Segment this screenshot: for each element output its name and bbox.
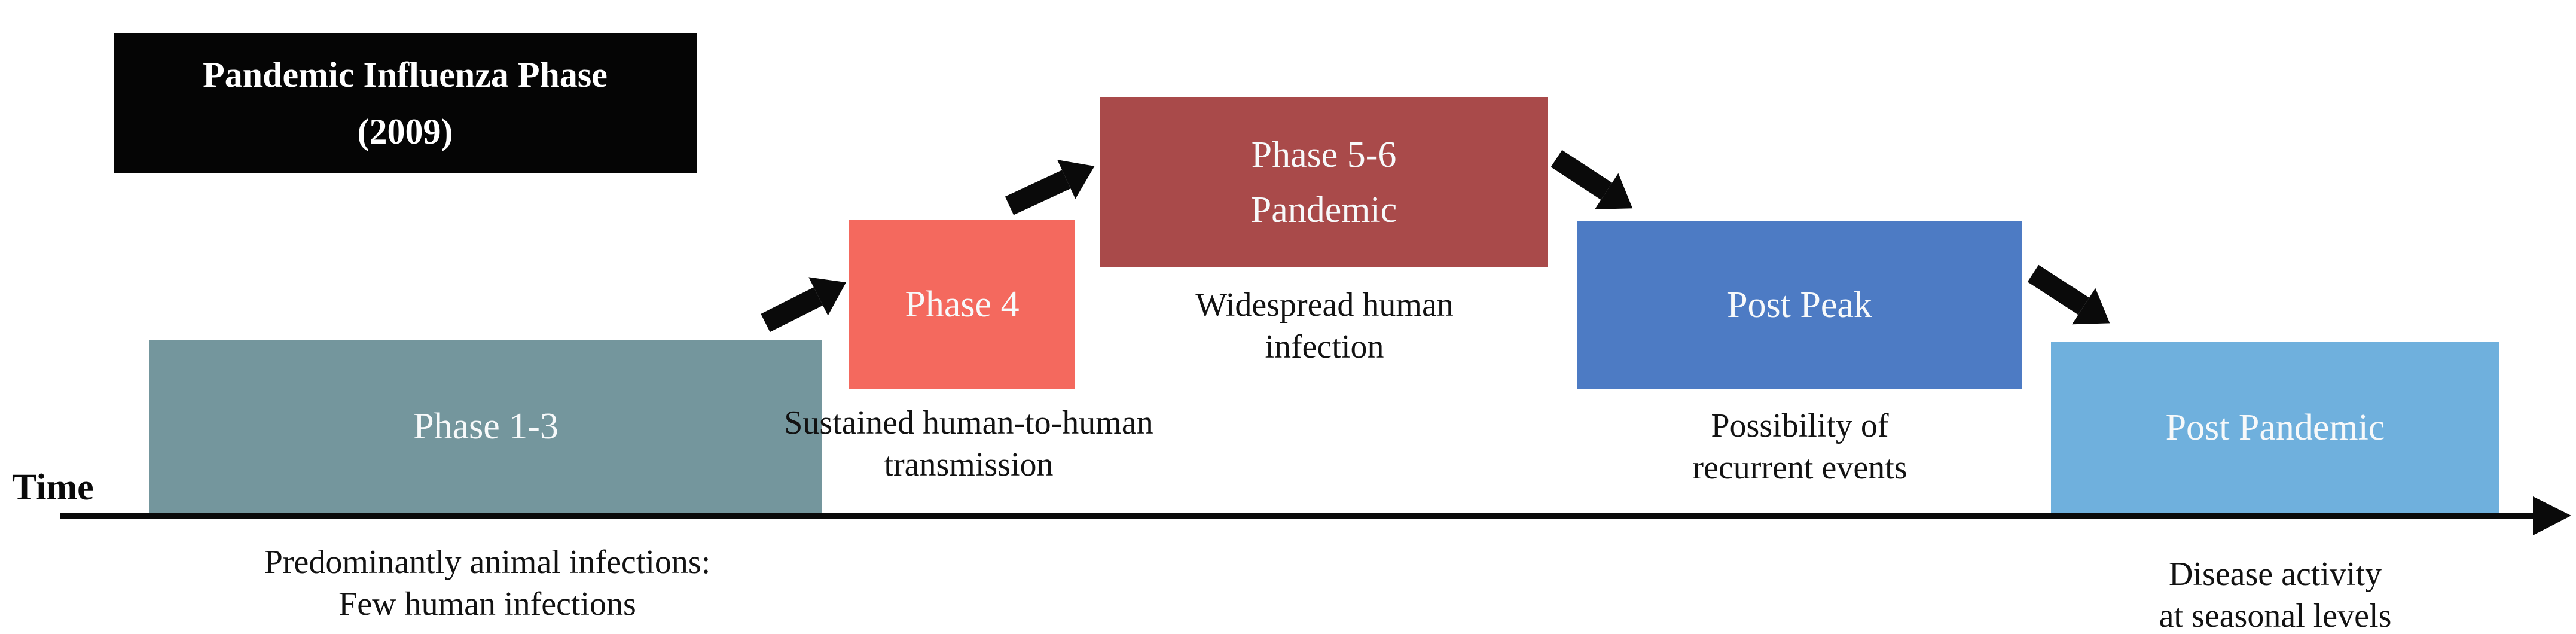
post-pandemic-caption-line1: Disease activity [2168, 556, 2382, 593]
phase-1-3-label: Phase 1-3 [413, 406, 558, 447]
phase-4-caption-line1: Sustained human-to-human [784, 404, 1153, 441]
phase-1-3-caption: Predominantly animal infections: Few hum… [129, 541, 846, 625]
post-peak-box: Post Peak [1577, 221, 2022, 389]
post-peak-caption-line1: Possibility of [1711, 407, 1889, 444]
post-pandemic-caption: Disease activity at seasonal levels [2006, 553, 2544, 634]
phase-5-6-label-line1: Phase 5-6 [1251, 135, 1397, 175]
arrow-phase4-to-phase56-icon [1005, 160, 1095, 215]
phase-5-6-box: Phase 5-6 Pandemic [1100, 97, 1548, 267]
post-peak-caption: Possibility of recurrent events [1531, 405, 2069, 489]
phase-1-3-box: Phase 1-3 [149, 340, 822, 513]
arrow-phase56-to-postpeak-icon [1551, 150, 1633, 209]
phase-1-3-caption-line1: Predominantly animal infections: [264, 544, 711, 581]
post-pandemic-label: Post Pandemic [2165, 407, 2385, 448]
phase-5-6-caption: Widespread human infection [1055, 284, 1594, 368]
time-axis-arrowhead-icon [2533, 496, 2571, 535]
arrow-phase13-to-phase4-icon [761, 277, 846, 333]
diagram-title-box: Pandemic Influenza Phase (2009) [114, 33, 697, 173]
phase-4-label: Phase 4 [905, 284, 1020, 325]
post-pandemic-caption-line2: at seasonal levels [2159, 598, 2392, 634]
phase-1-3-caption-line2: Few human infections [338, 586, 636, 623]
phase-4-caption: Sustained human-to-human transmission [670, 402, 1268, 486]
post-peak-caption-line2: recurrent events [1692, 449, 1907, 486]
post-peak-label: Post Peak [1727, 285, 1872, 325]
phase-5-6-caption-line1: Widespread human [1195, 286, 1454, 324]
diagram-title-line1: Pandemic Influenza Phase [203, 54, 608, 95]
phase-5-6-caption-line2: infection [1265, 328, 1384, 365]
time-axis-label: Time [12, 467, 94, 508]
phase-4-caption-line2: transmission [884, 446, 1054, 483]
phase-5-6-label-line2: Pandemic [1250, 190, 1397, 230]
time-axis-line [60, 513, 2535, 519]
phase-4-box: Phase 4 [849, 220, 1075, 389]
diagram-title-line2: (2009) [357, 111, 453, 151]
arrow-postpeak-to-postpandemic-icon [2027, 264, 2110, 325]
post-pandemic-box: Post Pandemic [2051, 342, 2499, 513]
